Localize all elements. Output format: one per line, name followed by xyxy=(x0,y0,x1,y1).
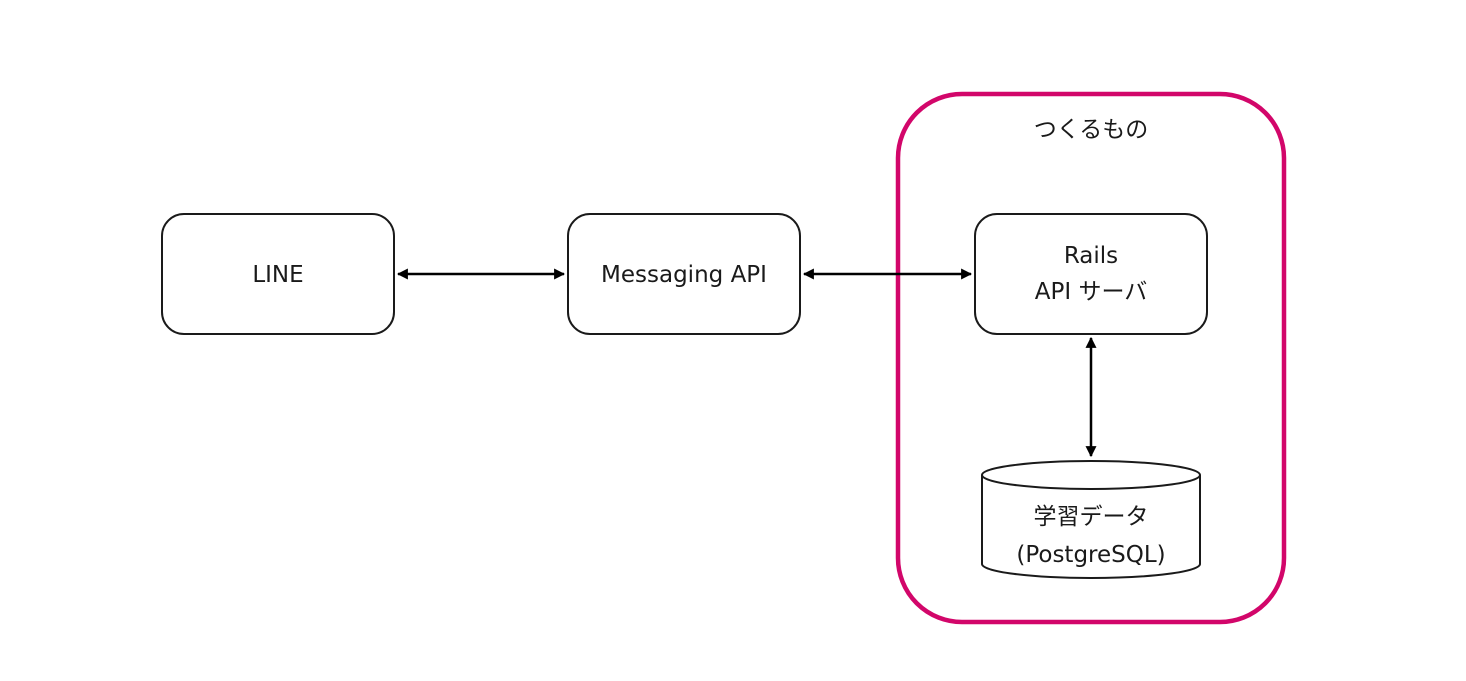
node-database: 学習データ (PostgreSQL) xyxy=(981,460,1201,579)
node-line: LINE xyxy=(161,213,395,335)
node-line-label: LINE xyxy=(252,262,303,288)
node-line-box xyxy=(161,213,395,335)
database-cylinder-body xyxy=(981,475,1201,579)
node-rails-api-server: Rails API サーバ xyxy=(974,213,1208,335)
group-title: つくるもの xyxy=(1034,117,1149,143)
database-label-line2: (PostgreSQL) xyxy=(1016,542,1165,568)
database-cylinder-top xyxy=(981,460,1201,490)
node-messaging-api: Messaging API xyxy=(567,213,801,335)
node-rails-label-line2: API サーバ xyxy=(1035,279,1147,305)
node-rails-label-line1: Rails xyxy=(1064,243,1118,269)
group-box-tsukuru-mono xyxy=(895,91,1287,625)
node-messaging-api-box xyxy=(567,213,801,335)
node-messaging-api-label: Messaging API xyxy=(601,262,767,288)
database-label-line1: 学習データ xyxy=(1034,504,1149,530)
node-rails-api-server-box xyxy=(974,213,1208,335)
